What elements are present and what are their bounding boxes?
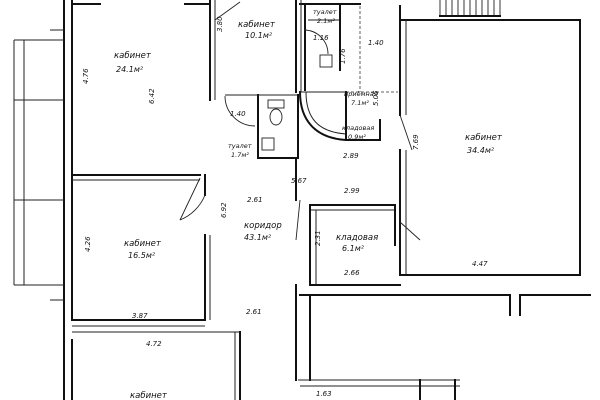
room-corridor-area: 43.1м²	[244, 233, 272, 242]
room-storage-09-name: кладовая	[342, 124, 374, 132]
room-office-16-name: кабинет	[124, 239, 162, 249]
dim-2-66: 2.66	[344, 269, 360, 277]
dim-5-67: 5.67	[291, 177, 307, 185]
room-toilet-top-name: туалет	[313, 8, 337, 16]
room-toilet-left-area: 1.7м²	[231, 151, 249, 159]
room-storage-6-area: 6.1м²	[342, 244, 365, 253]
room-storage-6-name: кладовая	[336, 233, 378, 243]
room-storage-09-area: 0.9м²	[348, 133, 366, 141]
dim-4-72: 4.72	[146, 340, 162, 348]
dim-2-61-upper: 2.61	[247, 196, 263, 204]
dim-1-40-left: 1.40	[230, 110, 246, 118]
walls	[13, 0, 591, 400]
dim-2-31: 2.31	[314, 230, 322, 246]
room-office-24-name: кабинет	[114, 51, 152, 61]
dim-1-63: 1.63	[316, 390, 332, 398]
dim-1-40-top: 1.40	[368, 39, 384, 47]
dim-6-92: 6.92	[220, 202, 228, 218]
dim-1-76: 1.76	[339, 48, 347, 64]
dim-2-99: 2.99	[344, 187, 360, 195]
fixtures	[179, 1, 421, 241]
dim-4-26: 4.26	[84, 236, 92, 252]
room-office-16-area: 16.5м²	[128, 251, 156, 260]
dimensions: 4.76 6.42 3.80 1.16 1.76 1.40 1.40 5.05 …	[82, 16, 488, 398]
room-toilet-left-name: туалет	[228, 142, 252, 150]
dim-3-80: 3.80	[216, 16, 224, 32]
dim-2-89: 2.89	[343, 152, 359, 160]
room-office-10-area: 10.1м²	[245, 31, 273, 40]
room-toilet-top-area: 2.1м²	[317, 17, 335, 25]
dim-1-16: 1.16	[313, 34, 329, 42]
room-corridor-name: коридор	[244, 221, 282, 231]
room-labels: кабинет 24.1м² кабинет 10.1м² туалет 2.1…	[114, 8, 503, 400]
dim-6-42: 6.42	[148, 88, 156, 104]
room-office-bottom-name: кабинет	[130, 391, 168, 400]
room-office-34-area: 34.4м²	[467, 146, 495, 155]
dim-3-87: 3.87	[132, 312, 148, 320]
dim-7-69: 7.69	[412, 134, 420, 150]
dim-4-47: 4.47	[472, 260, 488, 268]
room-reception-name: приёмная	[344, 90, 378, 98]
room-office-10-name: кабинет	[238, 20, 276, 30]
stairs	[439, 0, 501, 17]
dim-5-05: 5.05	[372, 90, 380, 106]
room-office-24-area: 24.1м²	[116, 65, 144, 74]
room-office-34-name: кабинет	[465, 133, 503, 143]
room-reception-area: 7.1м²	[351, 99, 369, 107]
dim-4-76: 4.76	[82, 68, 90, 84]
dim-2-61-lower: 2.61	[246, 308, 262, 316]
